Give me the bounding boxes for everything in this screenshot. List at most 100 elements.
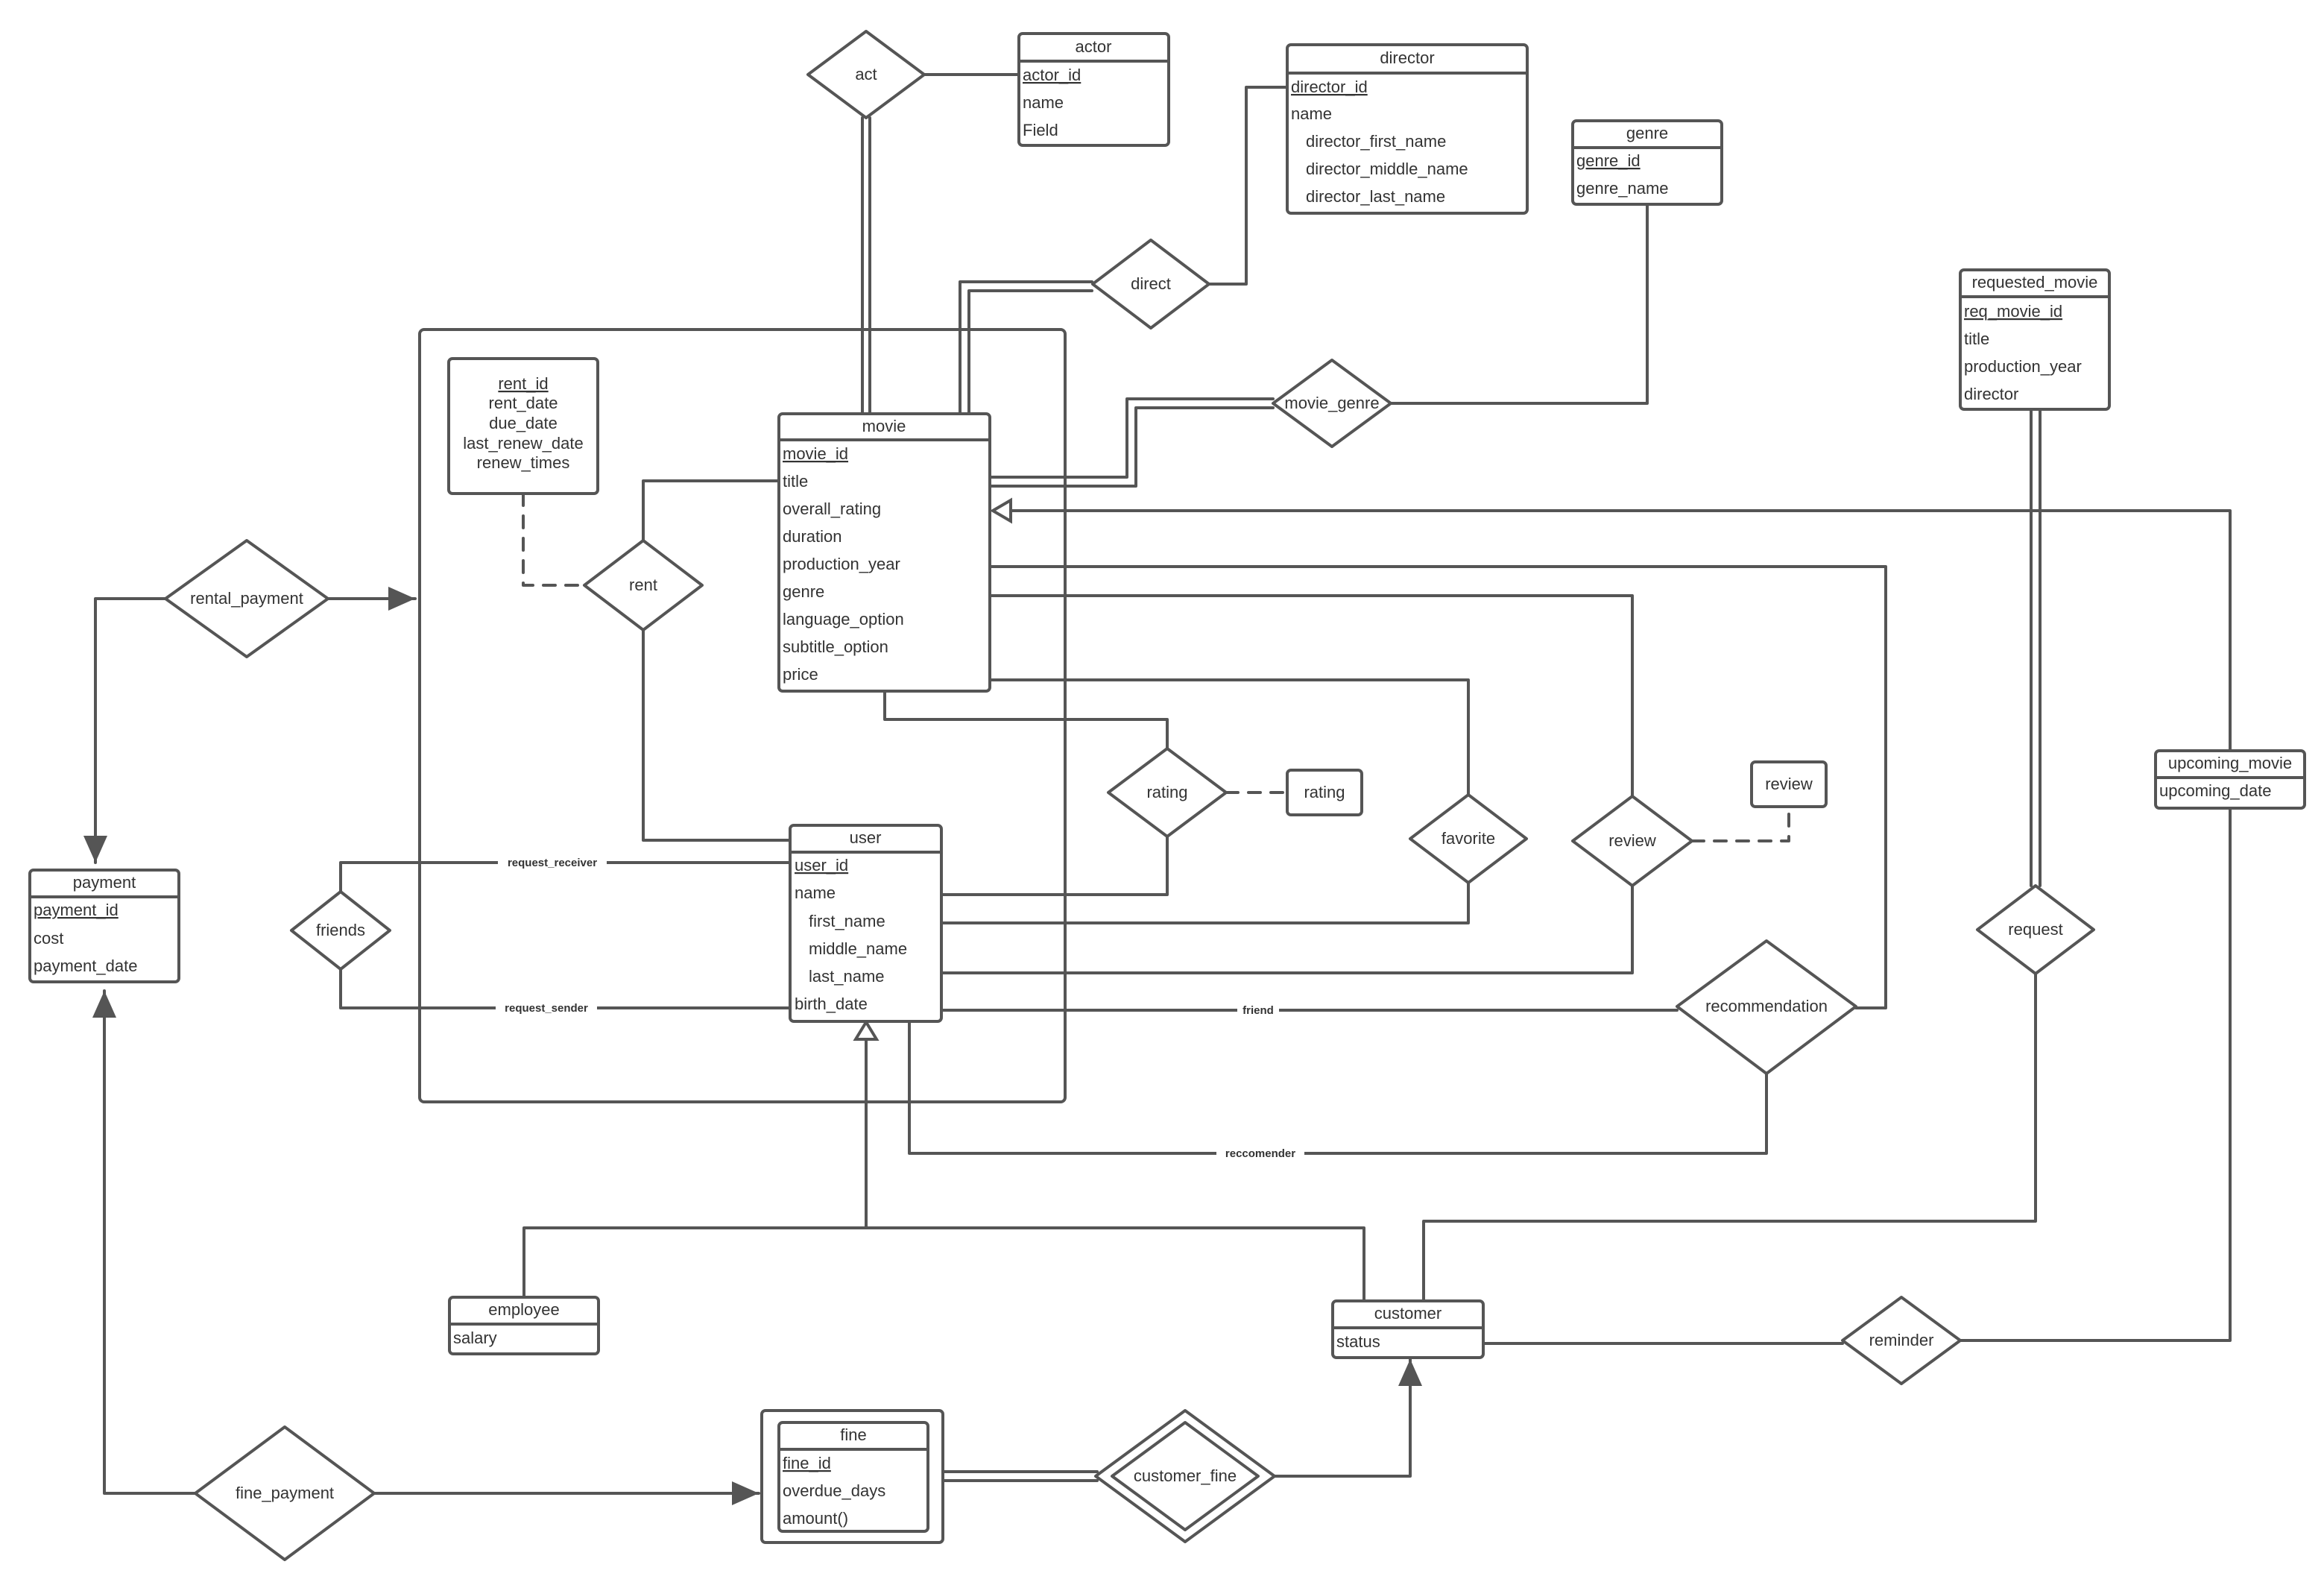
requested-movie-attr-3: director (1964, 385, 2018, 403)
line-finepayment-payment (92, 989, 197, 1495)
line-recommendation-user-reccomender (908, 1020, 1768, 1155)
relationship-review: review (1571, 795, 1693, 887)
line-request-customer (1422, 972, 2037, 1302)
rating-attribute-box: rating (1286, 769, 1363, 816)
user-attr-1: name (795, 883, 836, 902)
genre-attr-0: genre_id (1576, 151, 1641, 170)
review-attribute-label: review (1765, 775, 1813, 793)
relationship-favorite: favorite (1409, 793, 1528, 884)
relationship-reminder: reminder (1841, 1296, 1962, 1385)
entity-user: user user_id name first_name middle_name… (789, 824, 943, 1023)
line-direct-movie (959, 280, 1093, 415)
entity-payment-title: payment (73, 873, 136, 892)
relationship-rent-label: rent (629, 576, 657, 594)
line-rent-movie (642, 479, 780, 542)
director-attr-2: director_first_name (1306, 132, 1446, 151)
line-friends-sender (339, 968, 792, 1009)
line-rent-attrs (522, 492, 587, 587)
line-request-requestedmovie (2030, 408, 2042, 887)
entity-actor-title: actor (1076, 37, 1112, 56)
line-moviegenre-genre (1389, 203, 1649, 405)
line-reminder-upcoming (1959, 807, 2232, 1342)
line-favorite-movie (988, 678, 1470, 796)
relationship-direct: direct (1091, 239, 1210, 330)
line-review-attr (1690, 805, 1790, 842)
entity-upcoming-movie-title: upcoming_movie (2168, 754, 2292, 772)
review-attribute-box: review (1750, 760, 1828, 808)
director-attr-3: director_middle_name (1306, 160, 1468, 178)
rent-attr-4: renew_times (477, 453, 570, 472)
relationship-review-label: review (1608, 831, 1656, 850)
relationship-request-label: request (2008, 920, 2062, 939)
payment-attr-2: payment_date (34, 957, 137, 975)
rent-attr-1: rent_date (489, 394, 558, 412)
entity-actor: actor actor_id name Field (1017, 32, 1170, 147)
requested-movie-attr-2: production_year (1964, 357, 2082, 376)
entity-requested-movie: requested_movie req_movie_id title produ… (1959, 268, 2111, 411)
relationship-movie-genre: movie_genre (1272, 359, 1392, 448)
actor-attr-0: actor_id (1023, 66, 1081, 84)
line-isa-branches (522, 1226, 1365, 1302)
rent-attributes-box: rent_id rent_date due_date last_renew_da… (447, 357, 599, 495)
line-review-user (940, 884, 1634, 974)
relationship-direct-label: direct (1131, 274, 1171, 293)
genre-attr-1: genre_name (1576, 179, 1669, 198)
fine-attr-0: fine_id (783, 1454, 831, 1472)
relationship-act-label: act (855, 65, 877, 83)
movie-attr-4: production_year (783, 555, 900, 573)
entity-fine: fine fine_id overdue_days amount() (760, 1409, 944, 1544)
movie-attr-2: overall_rating (783, 500, 881, 518)
fine-attr-1: overdue_days (783, 1481, 885, 1500)
relationship-rental-payment-label: rental_payment (190, 589, 303, 608)
relationship-recommendation: recommendation (1676, 939, 1857, 1075)
entity-payment: payment payment_id cost payment_date (28, 869, 180, 983)
entity-genre: genre genre_id genre_name (1571, 119, 1723, 206)
requested-movie-attr-0: req_movie_id (1964, 302, 2062, 321)
employee-attr-0: salary (453, 1329, 497, 1347)
relationship-customer-fine: customer_fine (1094, 1409, 1276, 1543)
relationship-rating: rating (1107, 747, 1228, 838)
isa-user-triangle (853, 1019, 880, 1041)
rating-attribute-label: rating (1304, 783, 1345, 801)
relationship-fine-payment-label: fine_payment (236, 1484, 334, 1502)
director-attr-4: director_last_name (1306, 187, 1445, 206)
entity-requested-movie-title: requested_movie (1972, 273, 2098, 292)
entity-movie: movie movie_id title overall_rating dura… (777, 412, 991, 693)
payment-attr-0: payment_id (34, 901, 119, 919)
movie-attr-8: price (783, 665, 818, 684)
actor-attr-2: Field (1023, 121, 1058, 139)
relationship-rental-payment: rental_payment (164, 539, 329, 658)
line-upcoming-movie (1008, 509, 2232, 752)
label-reccomender: reccomender (1225, 1147, 1295, 1160)
line-moviegenre-movie (988, 397, 1275, 488)
entity-customer-title: customer (1374, 1304, 1442, 1323)
relationship-favorite-label: favorite (1442, 829, 1495, 848)
requested-movie-attr-1: title (1964, 330, 1989, 348)
entity-director-title: director (1380, 48, 1434, 67)
upcoming-movie-attr-0: upcoming_date (2159, 781, 2271, 800)
entity-movie-title: movie (862, 417, 906, 435)
user-attr-0: user_id (795, 856, 848, 875)
movie-attr-7: subtitle_option (783, 637, 888, 656)
relationship-reminder-label: reminder (1869, 1331, 1934, 1349)
entity-employee: employee salary (448, 1296, 600, 1355)
payment-attr-1: cost (34, 929, 63, 948)
movie-attr-1: title (783, 472, 808, 491)
relationship-friends-label: friends (316, 921, 365, 939)
entity-customer: customer status (1331, 1299, 1485, 1359)
entity-fine-title: fine (840, 1425, 866, 1444)
director-attr-0: director_id (1291, 78, 1368, 96)
line-rating-movie (883, 690, 1169, 750)
connector-lines (83, 73, 2232, 1505)
entity-employee-title: employee (488, 1300, 559, 1319)
relationship-fine-payment: fine_payment (194, 1425, 376, 1561)
relationship-recommendation-label: recommendation (1705, 997, 1828, 1015)
relationship-request: request (1976, 884, 2095, 975)
rent-attr-0: rent_id (498, 374, 548, 393)
actor-attr-1: name (1023, 93, 1064, 112)
entity-user-title: user (850, 828, 882, 847)
edge-labels: request_receiver request_sender friend r… (496, 854, 1304, 1161)
relationship-rating-label: rating (1146, 783, 1187, 801)
relationship-act: act (806, 30, 926, 119)
